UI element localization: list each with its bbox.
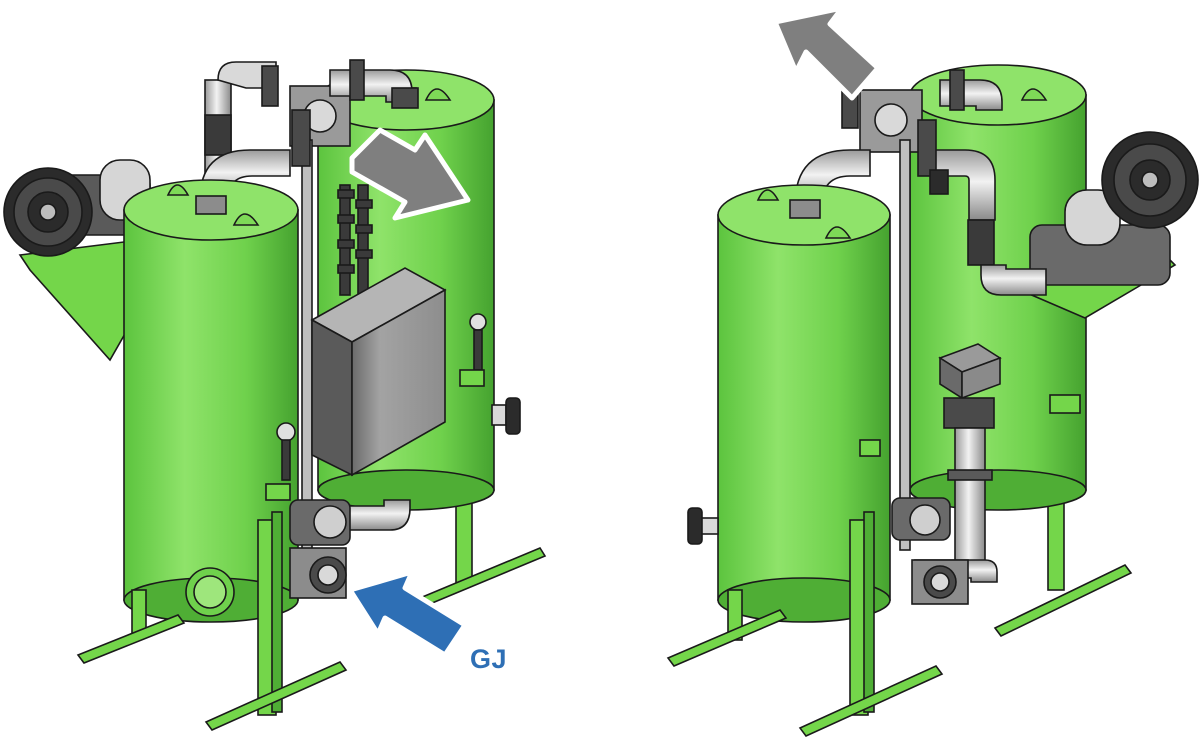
left-front-vessel <box>123 179 299 623</box>
right-top-piping <box>794 69 1047 551</box>
inlet-label-gj: GJ <box>470 644 508 674</box>
right-dryer-unit <box>666 64 1199 737</box>
outlet-arrow-right-unit <box>772 5 881 101</box>
left-bottom-valves <box>289 499 411 599</box>
right-filter-column <box>938 343 1002 574</box>
control-box-icon <box>310 267 447 477</box>
inlet-arrow-gj <box>347 569 468 658</box>
outlet-arrow-left-unit <box>349 127 471 221</box>
left-dryer-unit <box>3 59 547 731</box>
left-rear-vessel-fittings <box>337 184 521 435</box>
right-side-blower <box>1017 131 1199 319</box>
left-front-frame <box>76 511 348 731</box>
left-side-blower <box>3 159 151 362</box>
right-bottom-valves <box>891 497 998 605</box>
right-front-frame <box>666 511 944 737</box>
